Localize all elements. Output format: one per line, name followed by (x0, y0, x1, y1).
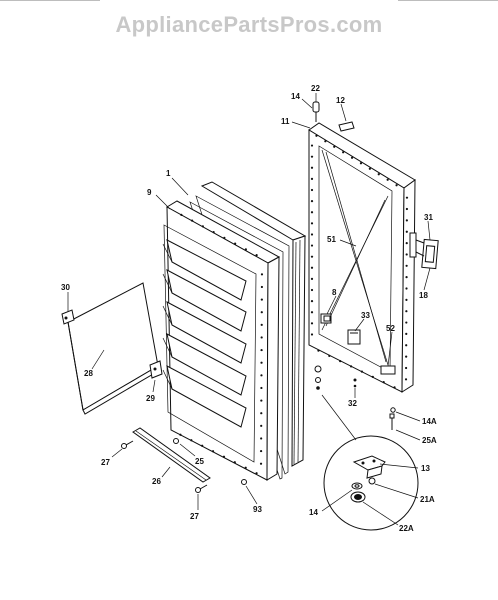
cap-12 (338, 121, 355, 132)
site-watermark: AppliancePartsPros.com (115, 12, 383, 37)
label-28: 28 (84, 369, 93, 378)
outer-door-panel (308, 122, 416, 393)
bracket-33 (347, 329, 361, 345)
bottom-trim-26 (132, 427, 211, 483)
liner-holes (179, 213, 264, 475)
door-handle (409, 232, 439, 270)
label-25: 25 (195, 457, 204, 466)
top-rule-right (398, 0, 498, 1)
label-14A: 14A (422, 417, 437, 426)
lock-bracket-8 (320, 313, 332, 324)
label-31: 31 (424, 213, 433, 222)
bottom-hinge-parts-32 (314, 365, 357, 390)
screw-25 (173, 438, 179, 444)
door-shelf (67, 282, 161, 415)
label-27-left: 27 (101, 458, 110, 467)
label-18: 18 (419, 291, 428, 300)
label-9: 9 (147, 188, 152, 197)
label-14-top: 14 (291, 92, 300, 101)
bracket-52 (380, 365, 396, 375)
label-22A: 22A (399, 524, 414, 533)
label-93: 93 (253, 505, 262, 514)
label-11: 11 (281, 117, 290, 126)
label-27-bottom: 27 (190, 512, 199, 521)
screw-93 (241, 479, 247, 485)
label-13: 13 (421, 464, 430, 473)
label-32: 32 (348, 399, 357, 408)
liner-shelf-tiers (162, 239, 247, 428)
outer-panel-holes (310, 134, 409, 389)
leader-lines (67, 93, 431, 526)
screws-27 (121, 440, 208, 493)
label-30: 30 (61, 283, 70, 292)
label-33: 33 (361, 311, 370, 320)
callout-labels: 1 9 30 28 29 27 26 25 27 93 22 14 12 11 … (61, 84, 437, 533)
top-rule-left (0, 0, 100, 1)
label-8: 8 (332, 288, 337, 297)
label-1: 1 (166, 169, 171, 178)
door-gasket (189, 181, 307, 480)
label-14-detail: 14 (309, 508, 318, 517)
label-21A: 21A (420, 495, 435, 504)
label-52: 52 (386, 324, 395, 333)
screw-14A-25A (389, 407, 396, 430)
label-12: 12 (336, 96, 345, 105)
hinge-detail-callout (321, 394, 419, 531)
label-26: 26 (152, 477, 161, 486)
label-22: 22 (311, 84, 320, 93)
shelf-bracket-29 (149, 360, 163, 379)
label-29: 29 (146, 394, 155, 403)
label-25A: 25A (422, 436, 437, 445)
shelf-bracket-30 (61, 309, 75, 325)
label-51: 51 (327, 235, 336, 244)
top-hinge-pin-22 (312, 101, 320, 122)
